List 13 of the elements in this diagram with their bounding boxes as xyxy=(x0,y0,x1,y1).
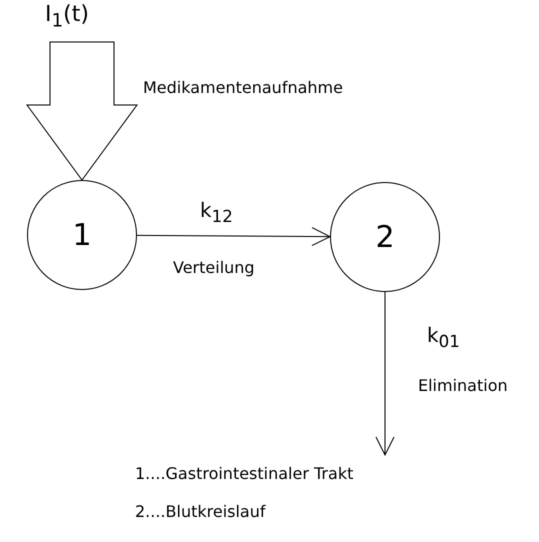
legend-text: 2....Blutkreislauf xyxy=(135,502,266,521)
arrow xyxy=(136,227,330,246)
compartment-circle: 1 xyxy=(27,180,137,290)
edge-label: k$_{01}$ xyxy=(427,323,460,351)
edge-note: Verteilung xyxy=(173,258,255,277)
block-arrow xyxy=(26,42,138,181)
arrow xyxy=(376,292,394,456)
edge-note: Elimination xyxy=(418,376,508,395)
compartment-circle: 2 xyxy=(330,182,440,292)
legend-text: 1....Gastrointestinaler Trakt xyxy=(135,464,354,483)
note-text: Medikamentenaufnahme xyxy=(143,78,343,97)
edge-label: I$_{1}$(t) xyxy=(45,2,89,32)
edge-label: k$_{12}$ xyxy=(200,198,233,226)
